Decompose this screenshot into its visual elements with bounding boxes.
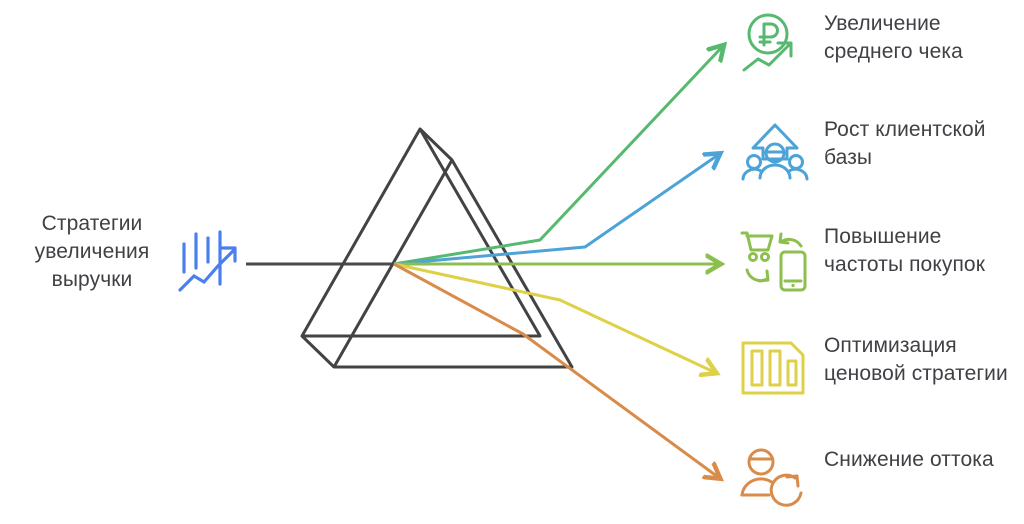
ray-client-base <box>393 155 718 266</box>
revenue-chart-arrow-icon <box>178 230 237 292</box>
price-tag-bars-icon <box>741 341 805 395</box>
prism-back-face <box>300 127 542 338</box>
ray-average-check <box>393 47 722 266</box>
outcome-label: Повышение частоты покупок <box>824 225 985 276</box>
ruble-circle-rising-arrow-icon <box>742 13 793 72</box>
outcome-label: Снижение оттока <box>824 448 994 471</box>
source-label: Стратегии увеличения выручки <box>34 212 150 291</box>
outcome-label: Оптимизация ценовой стратегии <box>824 334 1008 385</box>
outcome-purchase-frequency: Повышение частоты покупок <box>738 221 1024 295</box>
people-group-up-arrow-icon <box>741 123 809 181</box>
cart-phone-cycle-icon <box>740 231 807 292</box>
outcome-price-strategy: Оптимизация ценовой стратегии <box>738 330 1024 404</box>
prism-edge-apex <box>418 127 454 162</box>
person-retention-arrow-icon <box>740 448 803 507</box>
prism-edge-left <box>300 334 336 369</box>
ray-price-strategy <box>393 262 714 372</box>
outcome-label: Увеличение среднего чека <box>824 12 963 63</box>
outcome-average-check: Увеличение среднего чека <box>738 8 1024 82</box>
outcome-label: Рост клиентской базы <box>824 118 986 169</box>
outcome-churn-reduction: Снижение оттока <box>738 444 994 518</box>
icon-box <box>738 221 812 295</box>
icon-box <box>738 114 812 188</box>
icon-box <box>738 8 812 82</box>
icon-box <box>738 330 812 404</box>
outcome-client-base: Рост клиентской базы <box>738 114 1024 188</box>
icon-box <box>738 444 812 518</box>
ray-churn-reduction <box>393 262 718 477</box>
